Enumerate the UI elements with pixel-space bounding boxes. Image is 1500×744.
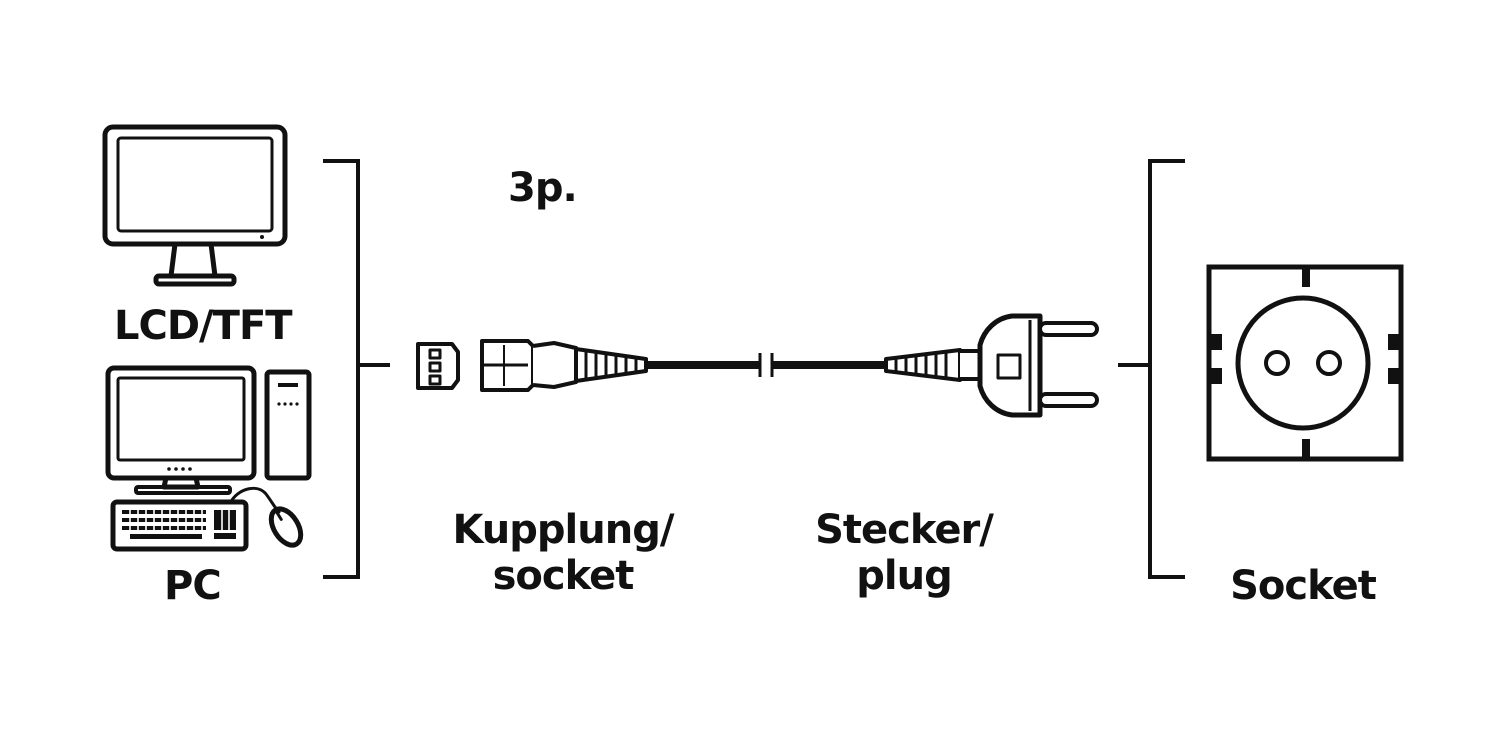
keyboard-icon bbox=[110, 499, 249, 552]
pc-label: PC bbox=[164, 563, 222, 609]
plug-label-line2: plug bbox=[856, 553, 952, 599]
iec-coupler-connector-icon bbox=[480, 339, 648, 392]
plug-label-line1: Stecker/ bbox=[815, 507, 994, 553]
schuko-plug-icon bbox=[884, 313, 1099, 418]
monitor-label: LCD/TFT bbox=[114, 303, 293, 349]
coupler-label-line1: Kupplung/ bbox=[452, 507, 675, 553]
left-bracket bbox=[323, 159, 390, 579]
coupler-label-line2: socket bbox=[492, 553, 635, 599]
schuko-wall-socket-icon bbox=[1206, 264, 1404, 462]
power-cable bbox=[644, 353, 888, 377]
wall-socket-label: Socket bbox=[1230, 563, 1377, 609]
lcd-monitor-icon bbox=[102, 124, 288, 287]
mouse-icon bbox=[230, 486, 304, 548]
right-bracket bbox=[1118, 159, 1185, 579]
plug-label: Stecker/ plug bbox=[794, 507, 1014, 599]
desktop-pc-icon bbox=[105, 365, 312, 495]
iec-c13-socket-icon bbox=[416, 342, 460, 390]
pin-count-label: 3p. bbox=[508, 165, 578, 211]
coupler-label: Kupplung/ socket bbox=[440, 507, 686, 599]
